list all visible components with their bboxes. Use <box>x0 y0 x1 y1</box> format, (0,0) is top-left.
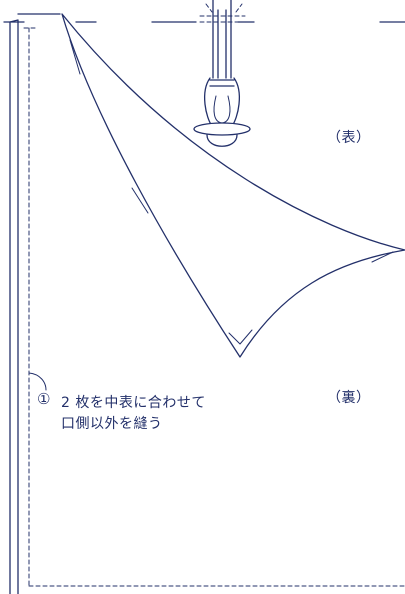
strap-loop <box>204 77 240 127</box>
step-instruction-line-1: 2 枚を中表に合わせて <box>61 395 206 411</box>
panel-corner-line <box>24 14 405 22</box>
back-panel-outline <box>9 19 19 594</box>
strap-top-mark <box>199 3 246 23</box>
flap-stitch-mark-1 <box>69 39 81 75</box>
flap-tip-v-mark <box>228 329 253 345</box>
flap-stitch-mark-3 <box>371 251 394 263</box>
toggle-inner-loop <box>213 95 231 124</box>
step-leader-line <box>28 372 47 391</box>
toggle-bottom-loop <box>206 134 238 147</box>
folded-corner-flap <box>61 13 405 358</box>
front-side-label: （表） <box>327 130 371 146</box>
flap-stitch-mark-2 <box>131 187 149 214</box>
step-instruction-line-2: 口側以外を縫う <box>61 416 163 432</box>
step-number: ① <box>37 390 51 408</box>
toggle-bead <box>193 122 251 136</box>
back-side-label: （裏） <box>327 390 371 406</box>
strap <box>212 0 232 79</box>
